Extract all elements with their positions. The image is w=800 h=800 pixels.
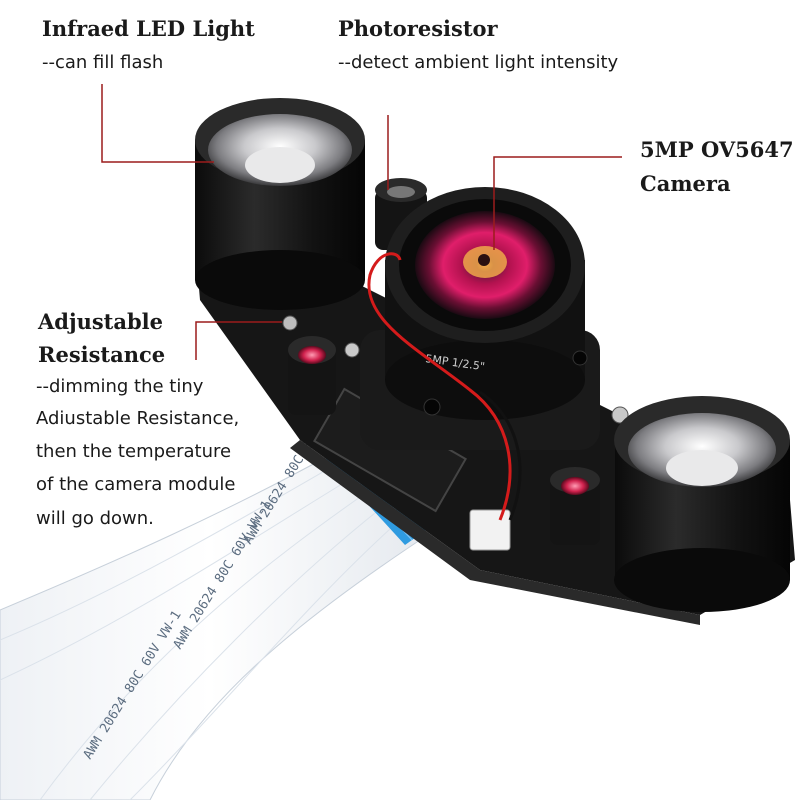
camera-title-line1: 5MP OV5647 (640, 137, 794, 162)
resistance-desc-line4: of the camera module (36, 474, 236, 495)
led-leader-line (101, 84, 214, 163)
camera-leader-line (493, 156, 622, 250)
photoresistor-title: Photoresistor (338, 16, 498, 41)
jst-connector (469, 509, 511, 551)
small-led-left (288, 336, 336, 415)
camera-lens: 5MP 1/2.5" (360, 187, 600, 450)
led-desc: --can fill flash (42, 52, 164, 73)
camera-title-line2: Camera (640, 171, 731, 196)
resistance-desc-line3: then the temperature (36, 441, 232, 462)
left-ir-led (195, 98, 365, 310)
resistance-title-line2: Resistance (38, 342, 166, 367)
resistance-desc-line2: Adiustable Resistance, (36, 408, 240, 429)
right-ir-led (614, 396, 790, 612)
resistance-title-line1: Adjustable (38, 309, 163, 334)
small-led-right (550, 467, 600, 545)
leader-lines (101, 84, 622, 360)
adjustable-resistor (282, 315, 298, 331)
resistance-leader-line (195, 321, 282, 360)
connector-wires (367, 252, 522, 521)
led-title: Infraed LED Light (42, 16, 255, 41)
resistance-desc-line1: --dimming the tiny (36, 376, 204, 397)
resistance-desc-line5: will go down. (36, 508, 154, 529)
photoresistor-desc: --detect ambient light intensity (338, 52, 619, 73)
